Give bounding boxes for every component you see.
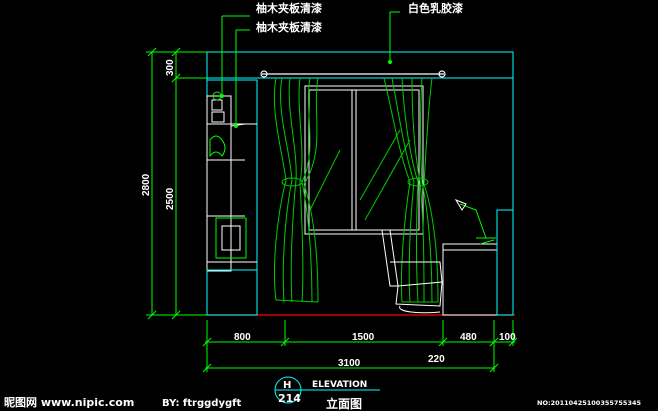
annotation-dot-2	[234, 124, 238, 128]
watermark-id: NO:20110425100355755345	[537, 399, 641, 407]
dimension-width-total: 3100	[338, 358, 361, 369]
dimension-width-gap: 220	[428, 354, 445, 365]
annotation-label-2: 柚木夹板清漆	[256, 20, 322, 34]
annotation-label-1: 柚木夹板清漆	[256, 1, 322, 15]
dimension-height-partial: 2500	[165, 187, 176, 210]
dimension-height-top: 300	[165, 59, 176, 76]
dimension-width-side: 100	[499, 332, 516, 343]
window	[304, 85, 424, 235]
view-name-cn: 立面图	[326, 396, 362, 411]
right-curtain	[383, 77, 439, 303]
watermark-author: BY: ftrggdygft	[162, 398, 241, 409]
room-outline	[206, 51, 514, 316]
annotation-dot-1	[220, 94, 224, 98]
vertical-dimensions	[146, 47, 207, 320]
annotation-dot-3	[388, 60, 392, 64]
view-name-en: ELEVATION	[312, 380, 367, 390]
desk-lamp	[454, 198, 496, 239]
annotation-leaders	[221, 11, 400, 125]
annotation-label-3: 白色乳胶漆	[408, 1, 463, 15]
chair	[381, 229, 443, 314]
dimension-width-window: 1500	[352, 332, 375, 343]
watermark-site: 昵图网 www.nipic.com	[4, 396, 134, 409]
curtain-rod	[260, 70, 446, 78]
view-letter: H	[283, 380, 291, 391]
title-block	[274, 376, 380, 404]
dimension-width-cabinet: 800	[234, 332, 251, 343]
dimension-height-total: 2800	[141, 173, 152, 196]
left-cabinet	[206, 79, 258, 316]
dimension-width-desk: 480	[460, 332, 477, 343]
desk	[442, 209, 514, 316]
horizontal-dimensions	[202, 320, 518, 373]
sheet-number: 214	[278, 392, 301, 405]
left-curtain	[273, 77, 319, 303]
